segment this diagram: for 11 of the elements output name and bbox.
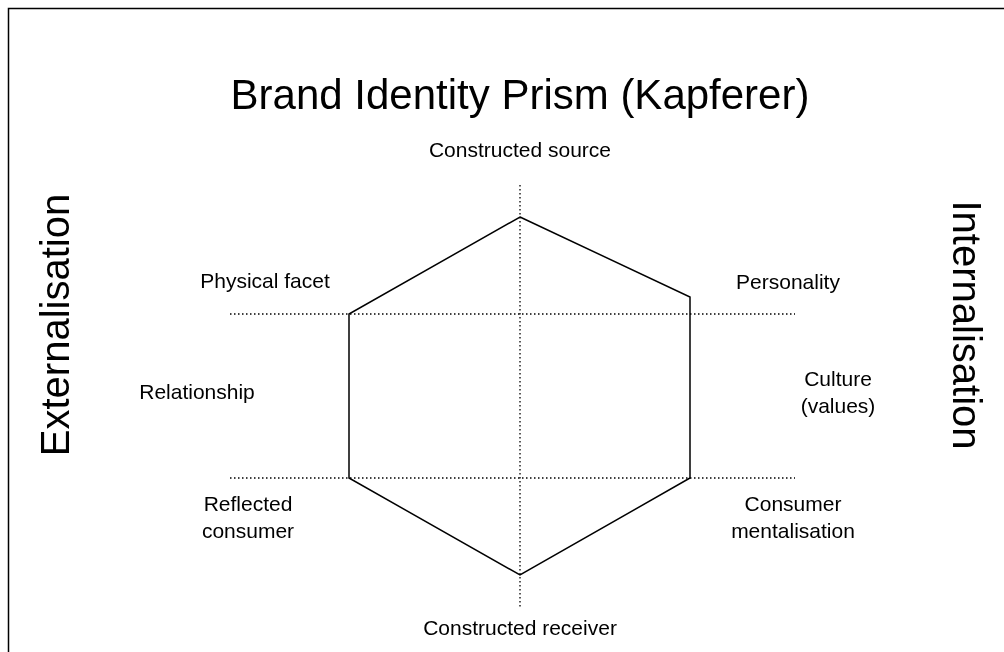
facet-label: Reflected consumer bbox=[200, 490, 296, 544]
side-label: Internalisation bbox=[944, 200, 990, 450]
side-label: Externalisation bbox=[32, 193, 78, 457]
axis-label: Constructed receiver bbox=[423, 615, 617, 642]
title: Brand Identity Prism (Kapferer) bbox=[230, 69, 810, 120]
facet-label: Relationship bbox=[139, 379, 255, 406]
axis-label: Constructed source bbox=[428, 137, 612, 164]
facet-label: Physical facet bbox=[199, 268, 331, 295]
facet-label: Consumer mentalisation bbox=[730, 490, 856, 544]
facet-label: Personality bbox=[736, 269, 840, 296]
facet-label: Culture (values) bbox=[799, 365, 877, 419]
